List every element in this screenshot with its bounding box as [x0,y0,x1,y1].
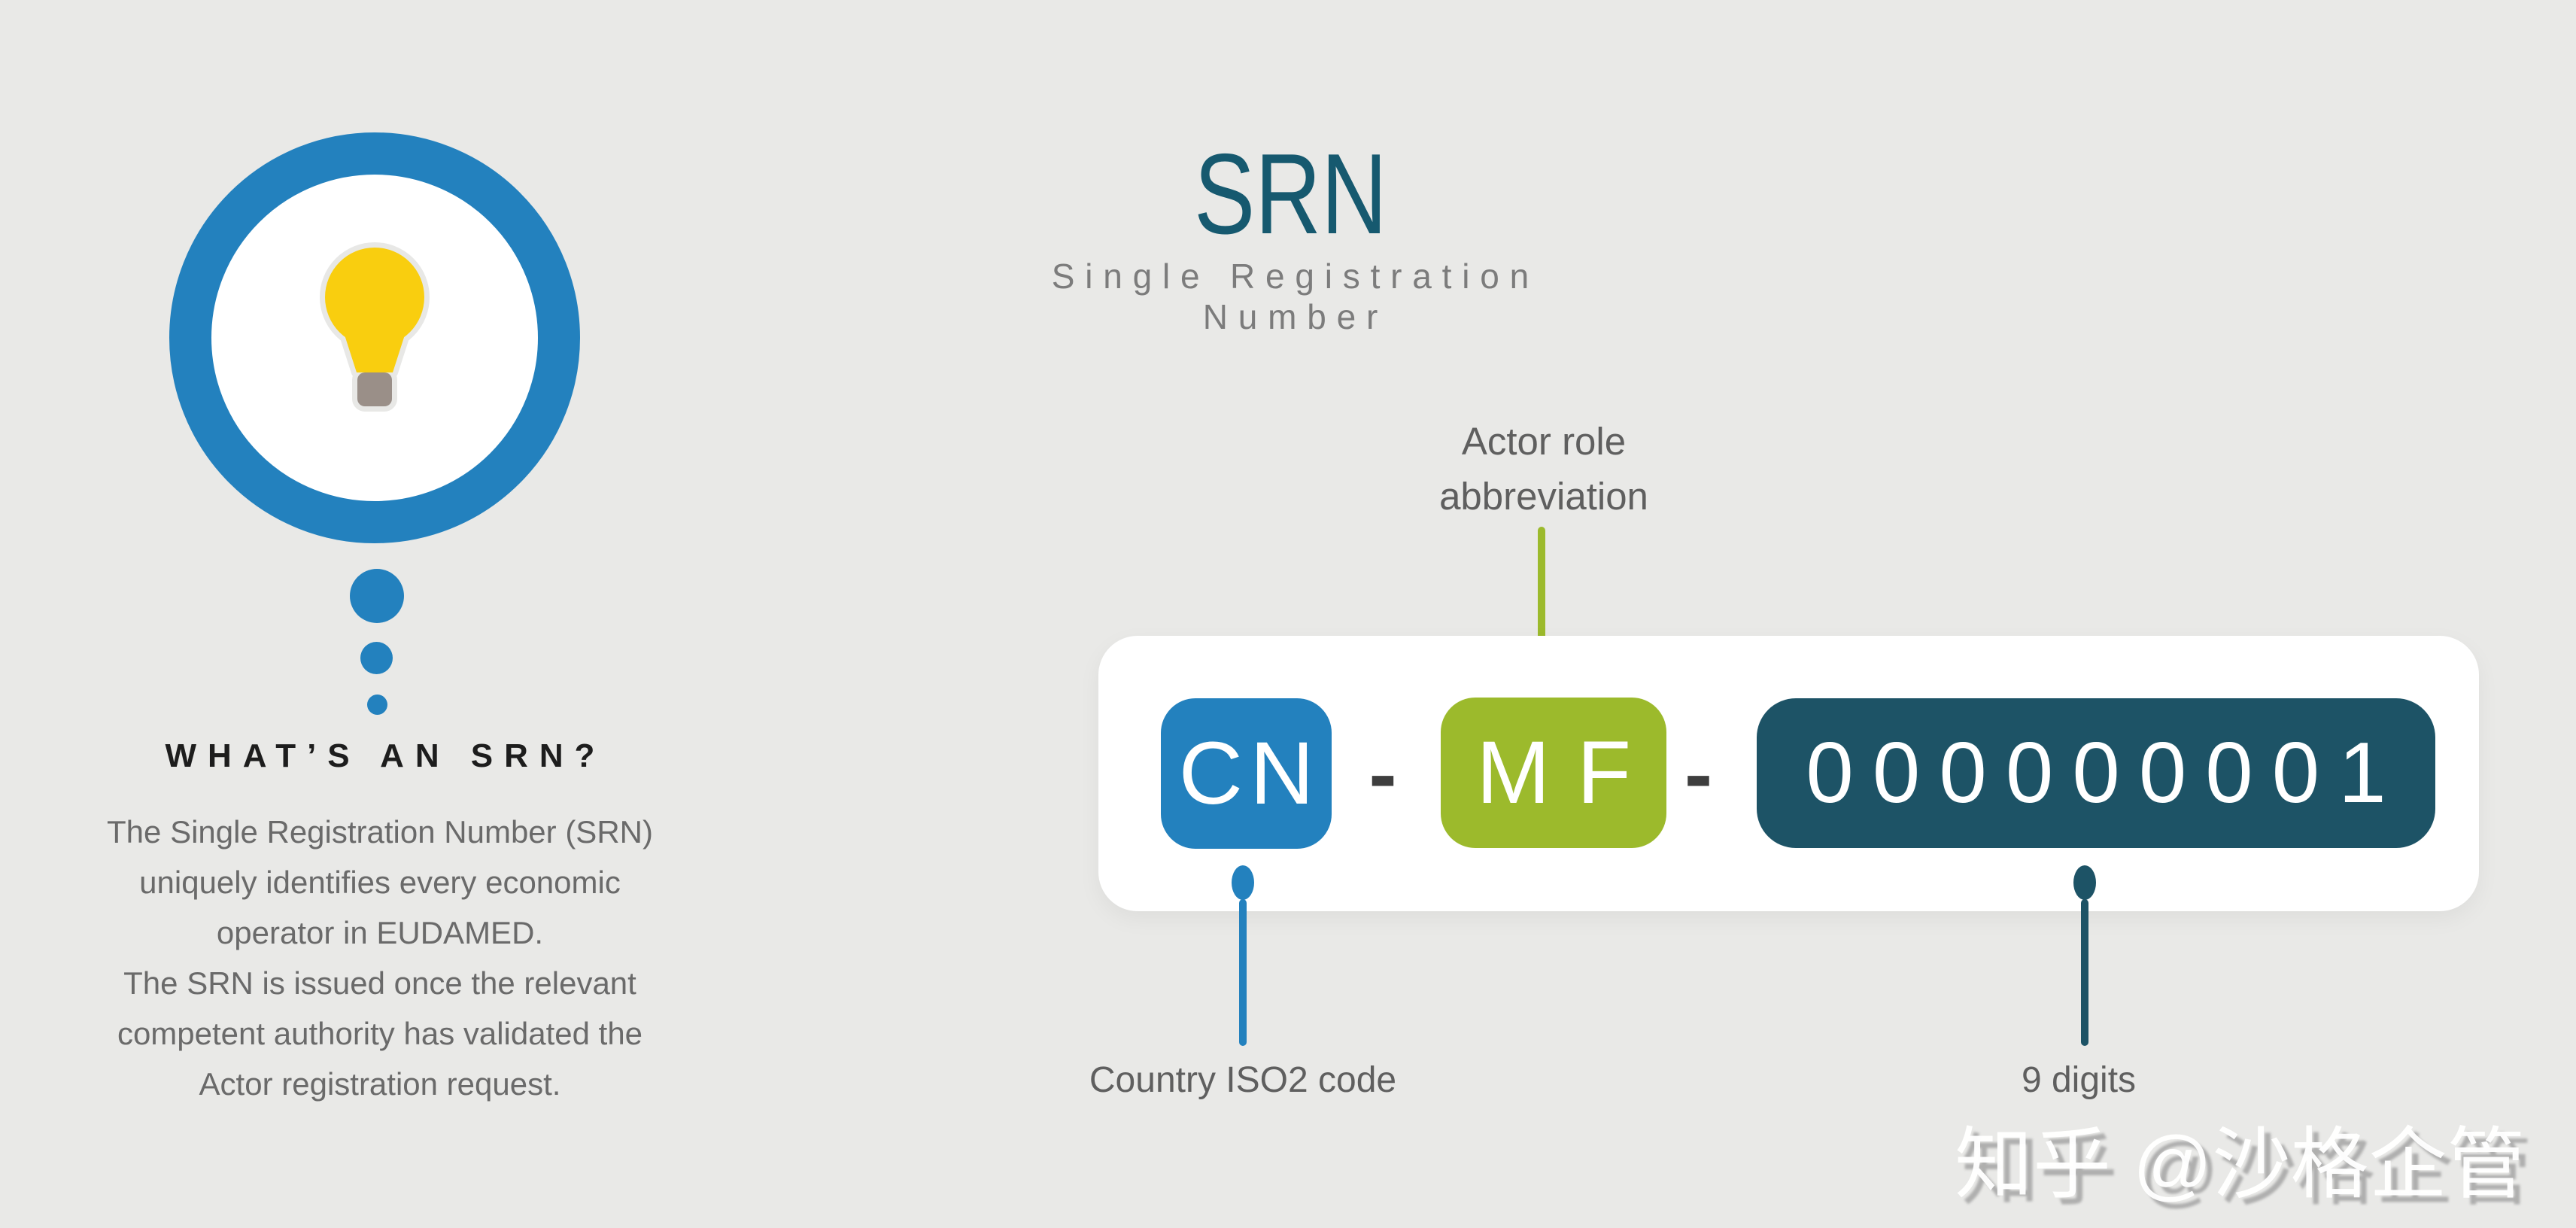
about-line: Actor registration request. [199,1066,561,1102]
about-line: competent authority has validated the [117,1016,643,1051]
digits-count-label: 9 digits [2021,1060,2137,1100]
digits-text: 000000001 [1806,725,2405,821]
digits-connector-line [2081,899,2088,1046]
country-connector-tip [1232,865,1254,900]
thought-dot-medium [360,642,393,674]
country-connector-line [1239,899,1247,1046]
country-code-block: CN [1161,698,1332,849]
about-line: The SRN is issued once the relevant [123,965,636,1001]
about-line: The Single Registration Number (SRN) [107,814,653,850]
lightbulb-icon [320,242,430,412]
about-body: The Single Registration Number (SRN) uni… [41,807,718,1109]
country-code-label: Country ISO2 code [1089,1060,1397,1100]
page-subtitle: Single Registration Number [1051,257,1540,336]
digits-connector-tip [2073,865,2096,900]
about-line: operator in EUDAMED. [216,915,544,950]
page-title-text: SRN [1193,130,1387,258]
actor-role-label-line2: abbreviation [1439,475,1648,518]
page-title: SRN [952,137,1629,251]
separator-dash: - [1368,726,1397,821]
watermark: 知乎 @沙格企管 [1955,1121,2526,1208]
about-heading: WHAT’S AN SRN? [165,737,606,774]
actor-role-label: Actor role abbreviation [1318,414,1769,524]
actor-connector-line [1538,527,1545,647]
separator-dash: - [1684,726,1713,821]
actor-role-text: MF [1476,723,1658,822]
thought-dot-small [367,695,387,715]
thought-dot-large [350,569,404,623]
actor-role-label-line1: Actor role [1461,420,1627,463]
digits-block: 000000001 [1757,698,2436,848]
actor-role-block: MF [1441,698,1667,848]
about-line: uniquely identifies every economic [139,865,621,900]
country-code-text: CN [1178,724,1322,823]
